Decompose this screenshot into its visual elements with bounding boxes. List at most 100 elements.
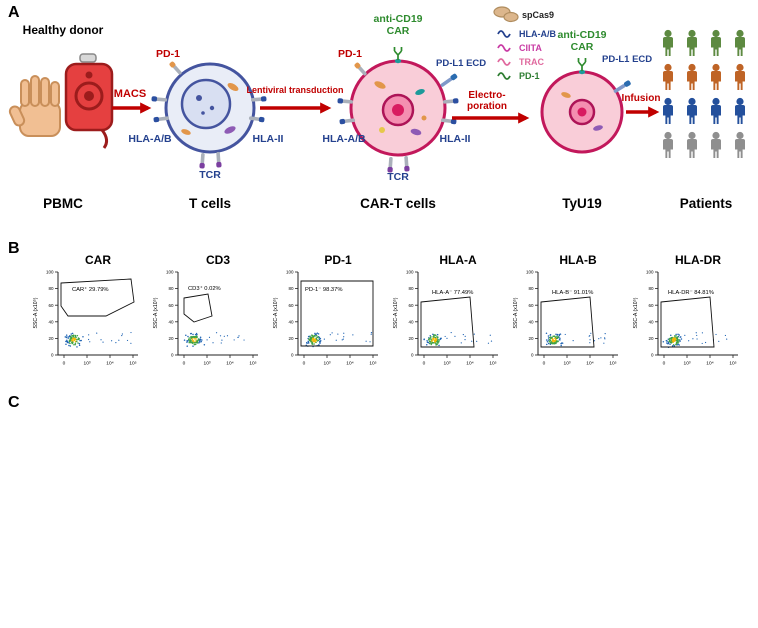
electroporation-arrow-label: Electro- (468, 90, 505, 101)
panel-c-svg (0, 388, 758, 628)
svg-text:60: 60 (48, 303, 54, 308)
stage-label-pbmc: PBMC (43, 196, 83, 211)
svg-text:0: 0 (63, 361, 66, 367)
svg-text:80: 80 (48, 286, 54, 291)
svg-text:80: 80 (168, 286, 174, 291)
lentiviral-arrow-label: Lentiviral transduction (246, 85, 343, 95)
cell-density-cluster (662, 332, 728, 349)
svg-text:100: 100 (46, 270, 54, 275)
cell-density-cluster (183, 332, 245, 347)
svg-text:10⁵: 10⁵ (249, 361, 256, 367)
svg-text:0: 0 (651, 353, 654, 358)
grna-squiggle-icon (497, 72, 511, 80)
svg-text:60: 60 (648, 303, 654, 308)
svg-text:80: 80 (288, 286, 294, 291)
flow-y-axis-label: SSC-A (x10⁵) (393, 297, 399, 328)
macs-arrow-label: MACS (114, 88, 146, 100)
svg-text:0: 0 (411, 353, 414, 358)
flow-y-axis-label: SSC-A (x10⁵) (33, 297, 39, 328)
panel-c-label: C (8, 394, 20, 411)
svg-text:60: 60 (288, 303, 294, 308)
svg-text:60: 60 (168, 303, 174, 308)
svg-text:10⁴: 10⁴ (706, 361, 713, 367)
patient-icon (687, 131, 697, 158)
hand-icon (8, 75, 61, 137)
anti-cd19-car-icon (393, 46, 403, 65)
gate-outline (183, 293, 213, 323)
tcr-receptor-icon (215, 151, 222, 168)
svg-text:0: 0 (543, 361, 546, 367)
patient-icon (711, 29, 721, 56)
svg-text:20: 20 (528, 336, 534, 341)
svg-text:40: 40 (528, 319, 534, 324)
pd1-receptor-icon (353, 61, 368, 77)
panel-b-label: B (8, 240, 20, 257)
gate-label: PD-1⁻ 98.37% (305, 287, 343, 293)
cart-tcr-label: TCR (387, 171, 409, 183)
svg-text:100: 100 (286, 270, 294, 275)
gate-outline (660, 296, 715, 348)
svg-text:20: 20 (168, 336, 174, 341)
svg-text:10⁵: 10⁵ (489, 361, 496, 367)
patient-icon (735, 131, 745, 158)
gate-label: HLA-DR⁻ 84.81% (668, 290, 714, 296)
cart-anti-cd19-label: anti-CD19 (373, 13, 422, 25)
svg-text:10⁴: 10⁴ (346, 361, 353, 367)
flow-plot-title: PD-1 (324, 253, 352, 267)
t-cell-tcr-label: TCR (199, 169, 221, 181)
pd1-receptor-icon (168, 60, 183, 76)
svg-text:40: 40 (408, 319, 414, 324)
grna-item-label: PD-1 (519, 71, 540, 81)
charts-panel (0, 388, 758, 628)
svg-text:40: 40 (168, 319, 174, 324)
svg-text:10⁵: 10⁵ (129, 361, 136, 367)
stage-label-patients: Patients (680, 196, 733, 211)
car-t-cell-illustration (337, 46, 459, 173)
flow-plot-title: CAR (85, 253, 111, 267)
svg-text:0: 0 (171, 353, 174, 358)
t-cell-hla-ab-label: HLA-A/B (128, 133, 172, 145)
tcr-receptor-icon (199, 152, 206, 169)
svg-text:10³: 10³ (204, 361, 211, 367)
cell-density-cluster (423, 331, 493, 347)
cart-pdl1-ecd-label: PD-L1 ECD (436, 58, 486, 69)
gate-label: HLA-B⁻ 91.01% (552, 290, 593, 296)
flow-y-axis-label: SSC-A (x10⁵) (153, 297, 159, 328)
anti-cd19-car-icon (577, 57, 587, 76)
grna-item-label: CIITA (519, 43, 542, 53)
stage-label-car-t-cells: CAR-T cells (360, 196, 436, 211)
patient-icon (735, 63, 745, 90)
patient-icon (735, 97, 745, 124)
t-cell-pd1-label: PD-1 (156, 48, 180, 60)
patient-icon (735, 29, 745, 56)
patients-grid (663, 29, 745, 158)
svg-text:0: 0 (303, 361, 306, 367)
tcr-receptor-icon (403, 155, 410, 172)
patient-icon (663, 131, 673, 158)
hla-ab-receptor-icon (151, 96, 168, 103)
svg-text:10⁴: 10⁴ (466, 361, 473, 367)
grna-squiggle-icon (497, 30, 511, 38)
svg-text:20: 20 (288, 336, 294, 341)
svg-text:40: 40 (48, 319, 54, 324)
patient-icon (711, 131, 721, 158)
svg-text:10³: 10³ (444, 361, 451, 367)
svg-text:10⁴: 10⁴ (586, 361, 593, 367)
t-cell-hla-ii-label: HLA-II (253, 133, 284, 145)
patient-icon (687, 29, 697, 56)
svg-text:100: 100 (526, 270, 534, 275)
svg-text:100: 100 (166, 270, 174, 275)
svg-text:10⁵: 10⁵ (609, 361, 616, 367)
flow-y-axis-label: SSC-A (x10⁵) (273, 297, 279, 328)
cell-density-cluster (305, 332, 373, 348)
svg-text:40: 40 (288, 319, 294, 324)
svg-text:10³: 10³ (324, 361, 331, 367)
flow-plot-title: CD3 (206, 253, 230, 267)
svg-text:0: 0 (291, 353, 294, 358)
svg-text:100: 100 (406, 270, 414, 275)
